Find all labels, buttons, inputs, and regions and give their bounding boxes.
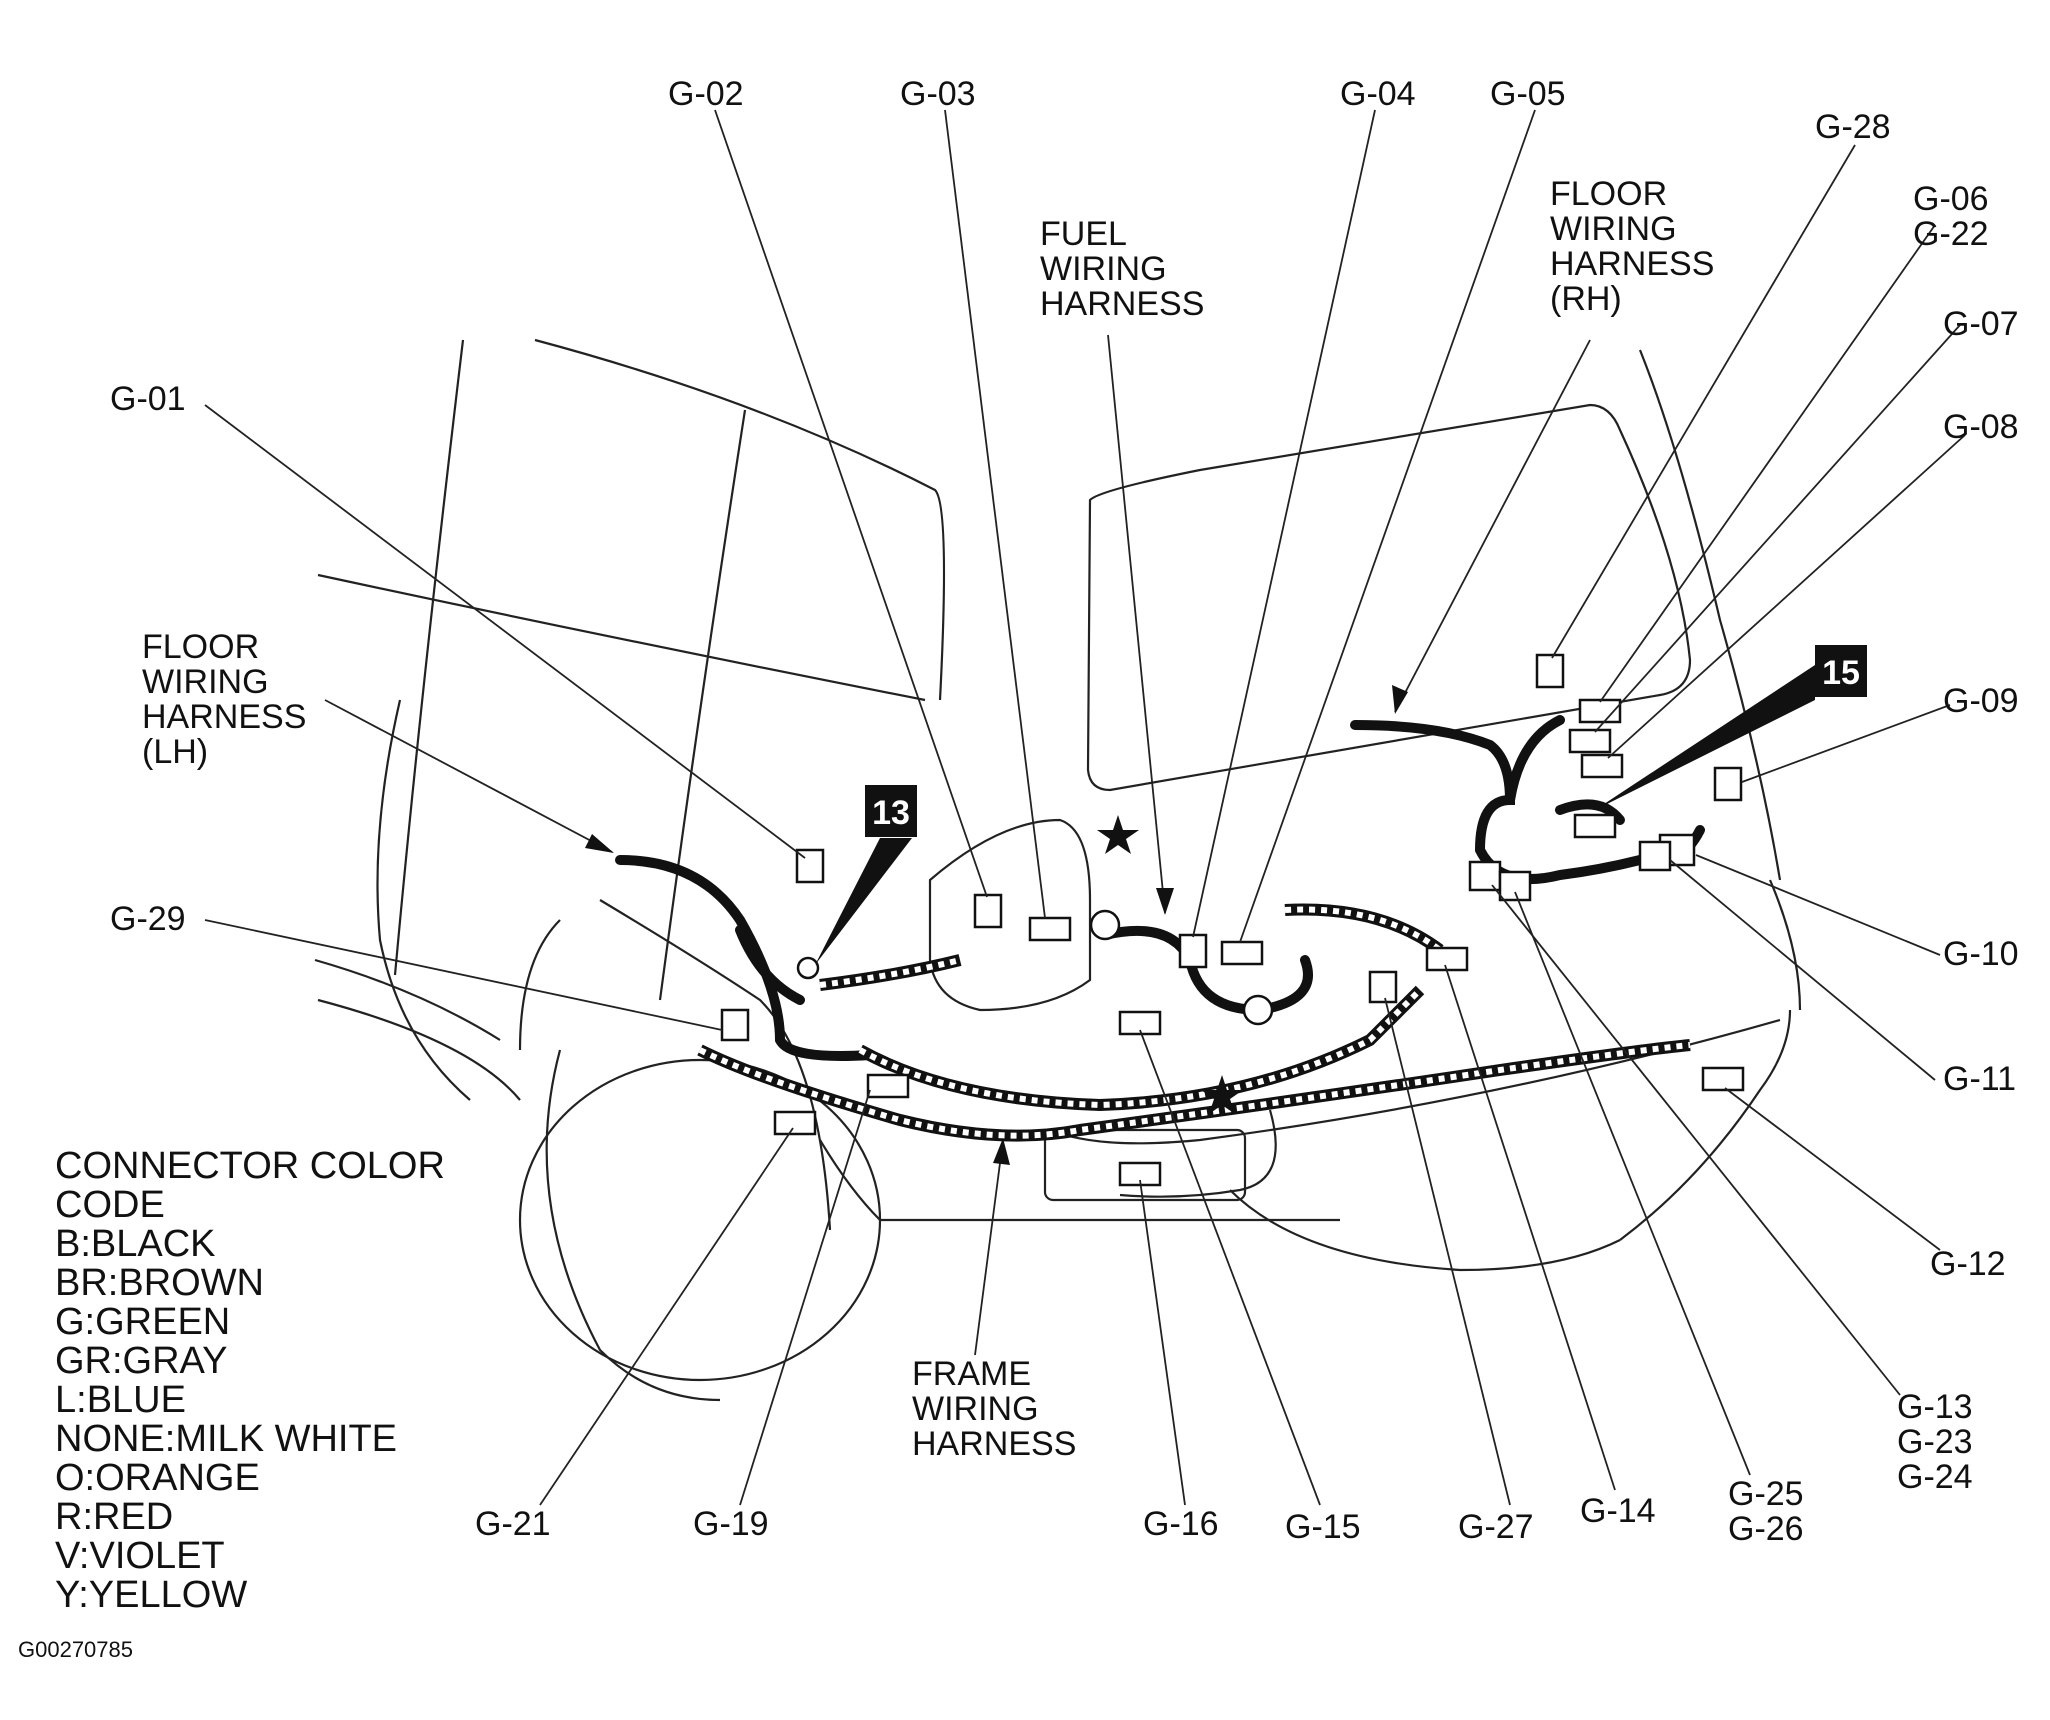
label-g01: G-01	[110, 380, 186, 418]
star-markers	[1097, 815, 1243, 1114]
legend-item: Y:YELLOW	[55, 1574, 247, 1616]
fuel-harness-line-3: HARNESS	[1040, 285, 1204, 323]
legend-item: G:GREEN	[55, 1301, 230, 1343]
floor-rh-harness-label: FLOOR WIRING HARNESS (RH)	[1550, 175, 1714, 318]
fuel-harness-label: FUEL WIRING HARNESS	[1040, 215, 1204, 323]
frame-wiring-harness	[697, 903, 1691, 1142]
star-icon	[1201, 1075, 1243, 1114]
floor-lh-line-3: HARNESS	[142, 698, 306, 736]
label-g02: G-02	[668, 75, 744, 113]
frame-harness-label: FRAME WIRING HARNESS	[912, 1355, 1076, 1463]
floor-lh-harness-label: FLOOR WIRING HARNESS (LH)	[142, 628, 306, 771]
badge-13-text: 13	[872, 794, 910, 832]
badge-15-text: 15	[1822, 654, 1860, 692]
legend-item: R:RED	[55, 1496, 173, 1538]
label-g28: G-28	[1815, 108, 1891, 146]
floor-harness-lh	[615, 855, 875, 1061]
label-g06: G-06	[1913, 180, 1989, 218]
floor-rh-line-3: HARNESS	[1550, 245, 1714, 283]
legend-title-2: CODE	[55, 1184, 165, 1226]
label-g03: G-03	[900, 75, 976, 113]
floor-lh-line-2: WIRING	[142, 663, 269, 701]
label-g12: G-12	[1930, 1245, 2006, 1283]
legend-item: O:ORANGE	[55, 1457, 260, 1499]
frame-line-1: FRAME	[912, 1355, 1031, 1393]
legend-title-1: CONNECTOR COLOR	[55, 1145, 445, 1187]
leader-lines	[204, 109, 1966, 1506]
figure-id: G00270785	[18, 1637, 133, 1662]
label-g25: G-25	[1728, 1475, 1804, 1513]
fuel-harness-line-1: FUEL	[1040, 215, 1127, 253]
legend-item: GR:GRAY	[55, 1340, 227, 1382]
fuel-wiring-harness	[1100, 925, 1313, 1016]
legend-item: NONE:MILK WHITE	[55, 1418, 397, 1460]
floor-rh-line-1: FLOOR	[1550, 175, 1667, 213]
legend-item: L:BLUE	[55, 1379, 186, 1421]
label-g14: G-14	[1580, 1492, 1656, 1530]
connector-color-legend: CONNECTOR COLOR CODE B:BLACK BR:BROWN G:…	[55, 1145, 445, 1616]
frame-line-3: HARNESS	[912, 1425, 1076, 1463]
label-g27: G-27	[1458, 1508, 1534, 1546]
frame-line-2: WIRING	[912, 1390, 1039, 1428]
label-g05: G-05	[1490, 75, 1566, 113]
label-g15: G-15	[1285, 1508, 1361, 1546]
floor-rh-line-2: WIRING	[1550, 210, 1677, 248]
star-icon	[1097, 815, 1139, 854]
label-g09: G-09	[1943, 682, 2019, 720]
connector-boxes	[720, 653, 1745, 1187]
label-g16: G-16	[1143, 1505, 1219, 1543]
legend-item: B:BLACK	[55, 1223, 216, 1265]
label-g26: G-26	[1728, 1510, 1804, 1548]
fuel-harness-line-2: WIRING	[1040, 250, 1167, 288]
badge-15: 15	[1595, 645, 1867, 810]
legend-item: BR:BROWN	[55, 1262, 264, 1304]
label-g21: G-21	[475, 1505, 551, 1543]
floor-lh-line-1: FLOOR	[142, 628, 259, 666]
floor-rh-line-4: (RH)	[1550, 280, 1622, 318]
label-g13: G-13	[1897, 1388, 1973, 1426]
label-g11: G-11	[1943, 1060, 2016, 1098]
label-g29: G-29	[110, 900, 186, 938]
label-g08: G-08	[1943, 408, 2019, 446]
label-g23: G-23	[1897, 1423, 1973, 1461]
harness-labels: FUEL WIRING HARNESS FLOOR WIRING HARNESS…	[142, 175, 1714, 1463]
badge-13: 13	[815, 785, 917, 965]
connector-labels: G-01 G-02 G-03 G-04 G-05 G-28 G-06 G-22 …	[110, 75, 2019, 1548]
label-g24: G-24	[1897, 1458, 1973, 1496]
label-g04: G-04	[1340, 75, 1416, 113]
legend-item: V:VIOLET	[55, 1535, 225, 1577]
label-g19: G-19	[693, 1505, 769, 1543]
label-g07: G-07	[1943, 305, 2019, 343]
label-g10: G-10	[1943, 935, 2019, 973]
floor-lh-line-4: (LH)	[142, 733, 208, 771]
label-g22: G-22	[1913, 215, 1989, 253]
